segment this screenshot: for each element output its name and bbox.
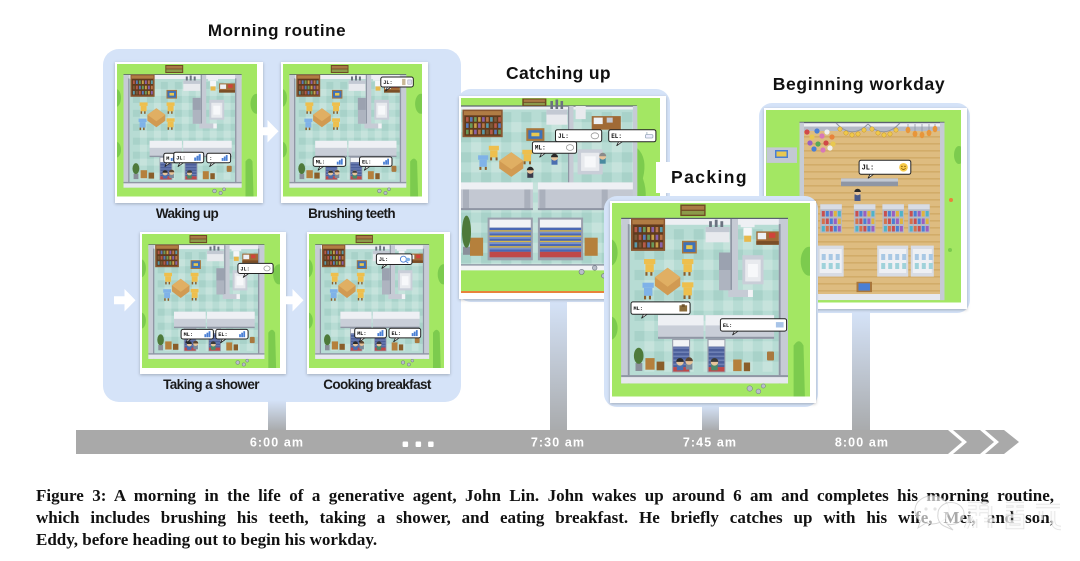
svg-text:ML:: ML:	[633, 306, 642, 312]
svg-text:JL:: JL:	[176, 156, 185, 162]
svg-text:8:00 am: 8:00 am	[835, 436, 889, 450]
svg-text:EL:: EL:	[391, 331, 400, 337]
svg-text:6:00 am: 6:00 am	[250, 436, 304, 450]
svg-text:EL:: EL:	[611, 133, 622, 140]
svg-text:7:45 am: 7:45 am	[683, 436, 737, 450]
svg-text:JL:: JL:	[383, 80, 392, 86]
svg-text:JL:: JL:	[378, 257, 387, 263]
svg-text:ML:: ML:	[357, 331, 366, 337]
svg-text:ML:: ML:	[184, 332, 193, 338]
svg-text:ML:: ML:	[316, 160, 325, 166]
svg-text:ML:: ML:	[534, 145, 545, 152]
svg-text:EL:: EL:	[218, 332, 227, 338]
svg-text:JL:: JL:	[240, 266, 249, 272]
svg-text:7:30 am: 7:30 am	[531, 436, 585, 450]
svg-text:JL:: JL:	[558, 133, 569, 140]
svg-text:EL:: EL:	[722, 323, 731, 329]
svg-text:EL:: EL:	[362, 160, 371, 166]
svg-text::: :	[209, 156, 212, 162]
svg-text:M: M	[166, 156, 169, 162]
svg-text:JL:: JL:	[861, 164, 874, 172]
